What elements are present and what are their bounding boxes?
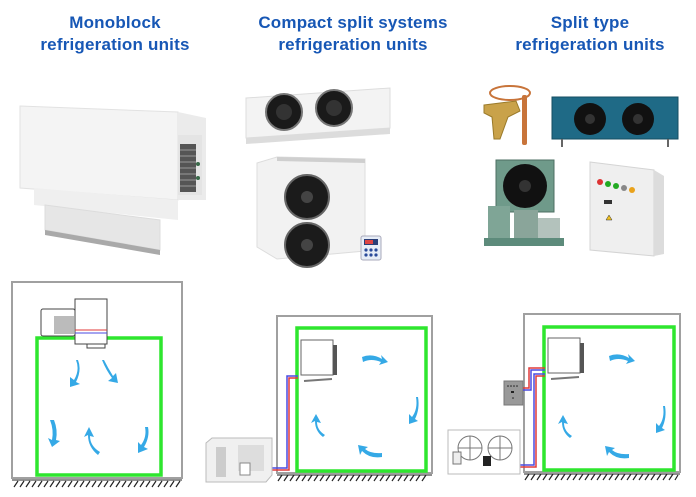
airflow-arrow-icon [311, 414, 325, 437]
compact-split-title-line2: refrigeration units [278, 35, 428, 54]
monoblock-title-line1: Monoblock [69, 13, 161, 32]
condensing-unit-sketch [447, 429, 521, 475]
monoblock-title-line2: refrigeration units [40, 35, 190, 54]
evaporator-sketch [547, 337, 584, 380]
temperature-controller-image [360, 235, 382, 261]
cold-room-outline [35, 336, 163, 477]
airflow-arrow-icon [138, 427, 149, 453]
control-panel-sketch [503, 380, 524, 406]
airflow-arrow-icon [362, 355, 388, 365]
outdoor-unit-sketch [205, 437, 273, 483]
compact-condensing-unit-image [256, 156, 366, 268]
compact-split-title: Compact split systems refrigeration unit… [238, 12, 468, 56]
split-type-title-line2: refrigeration units [515, 35, 665, 54]
compact-split-title-line1: Compact split systems [258, 13, 448, 32]
cold-room-outline [542, 325, 676, 472]
airflow-arrow-icon [84, 427, 100, 455]
building-wall [523, 313, 681, 473]
monoblock-title: Monoblock refrigeration units [20, 12, 210, 56]
split-type-diagram [447, 313, 681, 481]
monoblock-unit-image [19, 105, 206, 255]
floor-hatching [277, 474, 432, 482]
evaporator-unit-image [245, 87, 391, 144]
airflow-arrow-icon [605, 446, 629, 459]
refrigerant-pipes [519, 367, 545, 468]
airflow-arrow-icon [48, 420, 60, 447]
split-condensing-unit-image [484, 159, 564, 246]
building-wall [276, 315, 433, 474]
monoblock-unit-sketch [40, 298, 108, 349]
airflow-arrows [311, 355, 419, 458]
cold-room-outline [295, 326, 428, 473]
control-box-image [589, 161, 664, 257]
compact-split-diagram [205, 315, 433, 483]
airflow-arrow-icon [609, 354, 635, 364]
floor-hatching [524, 473, 680, 481]
refrigerant-pipes [272, 375, 298, 471]
airflow-arrow-icon [409, 397, 419, 424]
building-wall [11, 281, 183, 479]
airflow-arrow-icon [558, 415, 572, 438]
condenser-grille [180, 144, 196, 192]
split-type-title-line1: Split type [550, 13, 630, 32]
airflow-arrows [48, 360, 149, 455]
floor-hatching [12, 479, 182, 488]
airflow-arrow-icon [70, 360, 80, 387]
evaporator-sketch [300, 339, 337, 382]
airflow-arrow-icon [102, 360, 118, 383]
expansion-valve-image [483, 85, 531, 145]
airflow-arrow-icon [358, 445, 382, 458]
airflow-arrows [558, 354, 666, 459]
airflow-arrow-icon [656, 406, 666, 433]
blue-evaporator-image [551, 96, 679, 147]
split-type-title: Split type refrigeration units [495, 12, 685, 56]
monoblock-diagram [11, 281, 183, 488]
